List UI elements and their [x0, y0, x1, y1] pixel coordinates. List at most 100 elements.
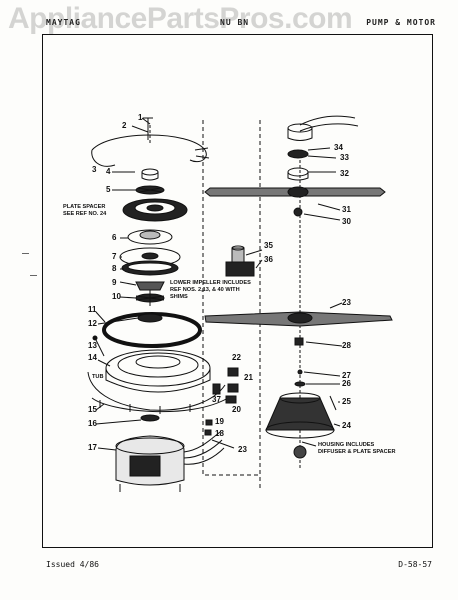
- leader-27: [303, 371, 341, 377]
- leader-2: [131, 125, 149, 133]
- part-6-disc: [127, 229, 173, 245]
- margin-mark: [22, 253, 29, 254]
- leader-9: [119, 281, 137, 286]
- part-10-lower-impeller: [135, 290, 165, 306]
- part-23-lower-spray-arm: [204, 311, 393, 327]
- callout-7: 7: [112, 252, 117, 261]
- part-21-fitting: [227, 383, 239, 393]
- callout-18: 18: [215, 429, 224, 438]
- leader-36: [255, 259, 263, 269]
- diagram-frame: [42, 34, 433, 548]
- part-17-motor: [115, 431, 225, 492]
- callout-35: 35: [264, 241, 273, 250]
- callout-19: 19: [215, 417, 224, 426]
- leader-30: [303, 213, 341, 221]
- tub-label: TUB: [92, 374, 104, 380]
- leader-35: [245, 249, 263, 256]
- callout-6: 6: [112, 233, 117, 242]
- callout-15: 15: [88, 405, 97, 414]
- part-12-o-ring: [137, 313, 163, 323]
- part-22-fitting: [227, 367, 239, 377]
- housing-note-line-2: DIFFUSER & PLATE SPACER: [318, 449, 396, 455]
- callout-14: 14: [88, 353, 97, 362]
- callout-37: 37: [212, 395, 221, 404]
- callout-10: 10: [112, 292, 121, 301]
- watermark: AppliancePartsPros.com: [8, 2, 353, 35]
- callout-27: 27: [342, 371, 351, 380]
- callout-25: 25: [342, 397, 351, 406]
- callout-3: 3: [92, 165, 97, 174]
- part-37-fitting: [212, 383, 221, 395]
- leader-16: [95, 419, 142, 425]
- leader-housing-note: [301, 441, 317, 447]
- callout-32: 32: [340, 169, 349, 178]
- part-13-screw: [92, 335, 105, 357]
- housing-note-line-1: HOUSING INCLUDES: [318, 442, 375, 448]
- part-24-housing: [265, 392, 335, 459]
- leader-1: [141, 117, 151, 125]
- page-number: D-58-57: [398, 560, 432, 569]
- leader-12: [97, 317, 139, 325]
- callout-12: 12: [88, 319, 97, 328]
- leader-28: [305, 341, 343, 347]
- part-19-clip: [205, 419, 213, 426]
- header-section-title: PUMP & MOTOR: [366, 18, 436, 27]
- leader-10: [119, 296, 137, 299]
- callout-11: 11: [88, 305, 97, 314]
- lower-impeller-note-line-1: LOWER IMPELLER INCLUDES: [170, 280, 251, 286]
- part-36-mount: [225, 261, 255, 277]
- callout-23: 23: [342, 298, 351, 307]
- callout-2: 2: [122, 121, 127, 130]
- part-30-nut: [293, 207, 303, 217]
- callout-31: 31: [342, 205, 351, 214]
- leader-14: [97, 359, 111, 367]
- leader-31: [317, 203, 341, 211]
- callout-1: 1: [138, 113, 143, 122]
- part-8-gasket: [121, 260, 179, 276]
- part-9-impeller: [135, 281, 165, 291]
- part-1-bolt: [143, 117, 153, 140]
- callout-13: 13: [88, 341, 97, 350]
- callout-30: 30: [342, 217, 351, 226]
- callout-28: 28: [342, 341, 351, 350]
- callout-16: 16: [88, 419, 97, 428]
- part-14-pump-base: [105, 349, 211, 393]
- leader-23-lower: [211, 439, 235, 449]
- callout-36: 36: [264, 255, 273, 264]
- assembly-center-line: [202, 120, 260, 476]
- part-18-clip: [204, 429, 212, 436]
- part-16-washer: [140, 414, 160, 422]
- part-28-nut: [294, 337, 304, 346]
- lower-impeller-note-line-2: REF NOS. 2,13, & 40 WITH: [170, 287, 240, 293]
- callout-20: 20: [232, 405, 241, 414]
- leader-24: [333, 423, 341, 427]
- leader-33: [307, 155, 337, 159]
- callout-4: 4: [106, 167, 111, 176]
- plate-spacer-note-line-2: SEE REF NO. 24: [63, 211, 107, 217]
- leader-15: [95, 403, 105, 411]
- tub-section: [87, 371, 229, 414]
- part-31-upper-spray-arm: [204, 186, 386, 198]
- issued-date: Issued 4/86: [46, 560, 99, 569]
- part-4-cap: [141, 168, 159, 181]
- leader-34: [307, 147, 331, 151]
- callout-23: 23: [238, 445, 247, 454]
- leader-17: [97, 447, 117, 451]
- callout-21: 21: [244, 373, 253, 382]
- header-model: NU BN: [220, 18, 250, 27]
- part-25-screw: [329, 395, 337, 411]
- callout-24: 24: [342, 421, 351, 430]
- callout-26: 26: [342, 379, 351, 388]
- leader-23-upper: [329, 302, 343, 309]
- callout-9: 9: [112, 278, 117, 287]
- callout-33: 33: [340, 153, 349, 162]
- part-26-washer: [294, 381, 306, 387]
- part-32-hub: [287, 167, 309, 181]
- callout-34: 34: [334, 143, 343, 152]
- plate-spacer-note-line-1: PLATE SPACER: [63, 204, 105, 210]
- leader-11: [95, 311, 106, 323]
- callout-17: 17: [88, 443, 97, 452]
